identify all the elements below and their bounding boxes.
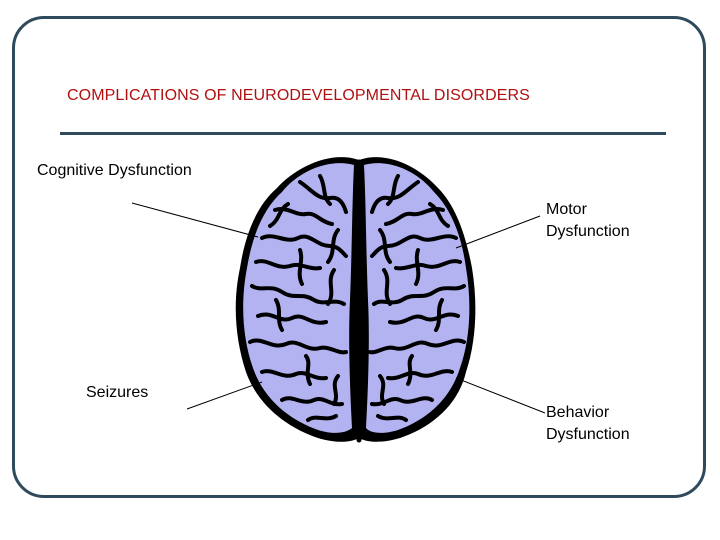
label-cognitive-dysfunction: Cognitive Dysfunction — [37, 160, 192, 182]
label-motor-line2: Dysfunction — [546, 223, 630, 240]
label-motor-dysfunction: Motor Dysfunction — [546, 199, 630, 243]
label-seizures: Seizures — [86, 382, 148, 404]
label-cognitive-text: Cognitive Dysfunction — [37, 162, 192, 179]
label-behavior-line2: Dysfunction — [546, 426, 630, 443]
brain-icon — [235, 157, 476, 443]
motor-leader-line — [455, 215, 541, 249]
label-behavior-line1: Behavior — [546, 404, 610, 421]
behavior-leader-line — [455, 377, 546, 414]
label-behavior-dysfunction: Behavior Dysfunction — [546, 402, 630, 446]
title-underline — [60, 132, 666, 135]
seizures-leader-line — [186, 381, 263, 410]
cognitive-leader-line — [131, 202, 259, 238]
label-seizures-text: Seizures — [86, 384, 149, 401]
slide-frame — [12, 16, 706, 498]
label-motor-line1: Motor — [546, 201, 587, 218]
slide-title: COMPLICATIONS OF NEURODEVELOPMENTAL DISO… — [67, 87, 530, 104]
